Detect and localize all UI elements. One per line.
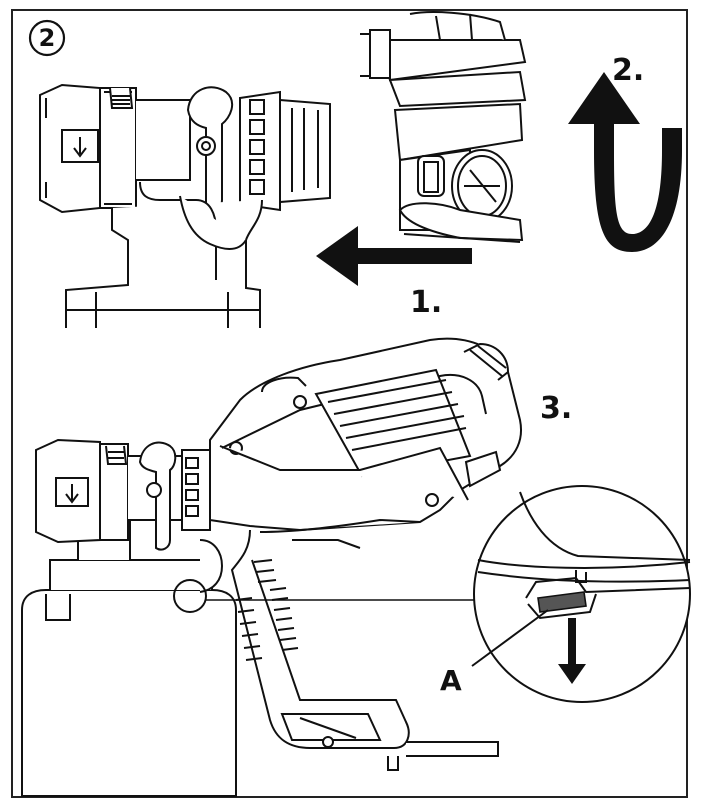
release-lever xyxy=(537,591,587,613)
step-marker: 2 xyxy=(28,19,66,57)
callout-magnifier xyxy=(473,485,691,703)
step-2-label: 2. xyxy=(612,53,644,88)
step-3-label: 3. xyxy=(540,391,572,426)
step-marker-number: 2 xyxy=(39,24,56,52)
push-down-arrow xyxy=(558,618,586,684)
step-1-label: 1. xyxy=(410,285,442,320)
arrow-step-1 xyxy=(316,226,472,286)
label-a-leader xyxy=(471,609,549,667)
handle-detail-top xyxy=(360,11,527,243)
arrow-step-2 xyxy=(568,72,682,252)
callout-label-a: A xyxy=(440,664,462,697)
spray-gun-full xyxy=(21,337,522,797)
spray-head-top xyxy=(39,83,331,328)
